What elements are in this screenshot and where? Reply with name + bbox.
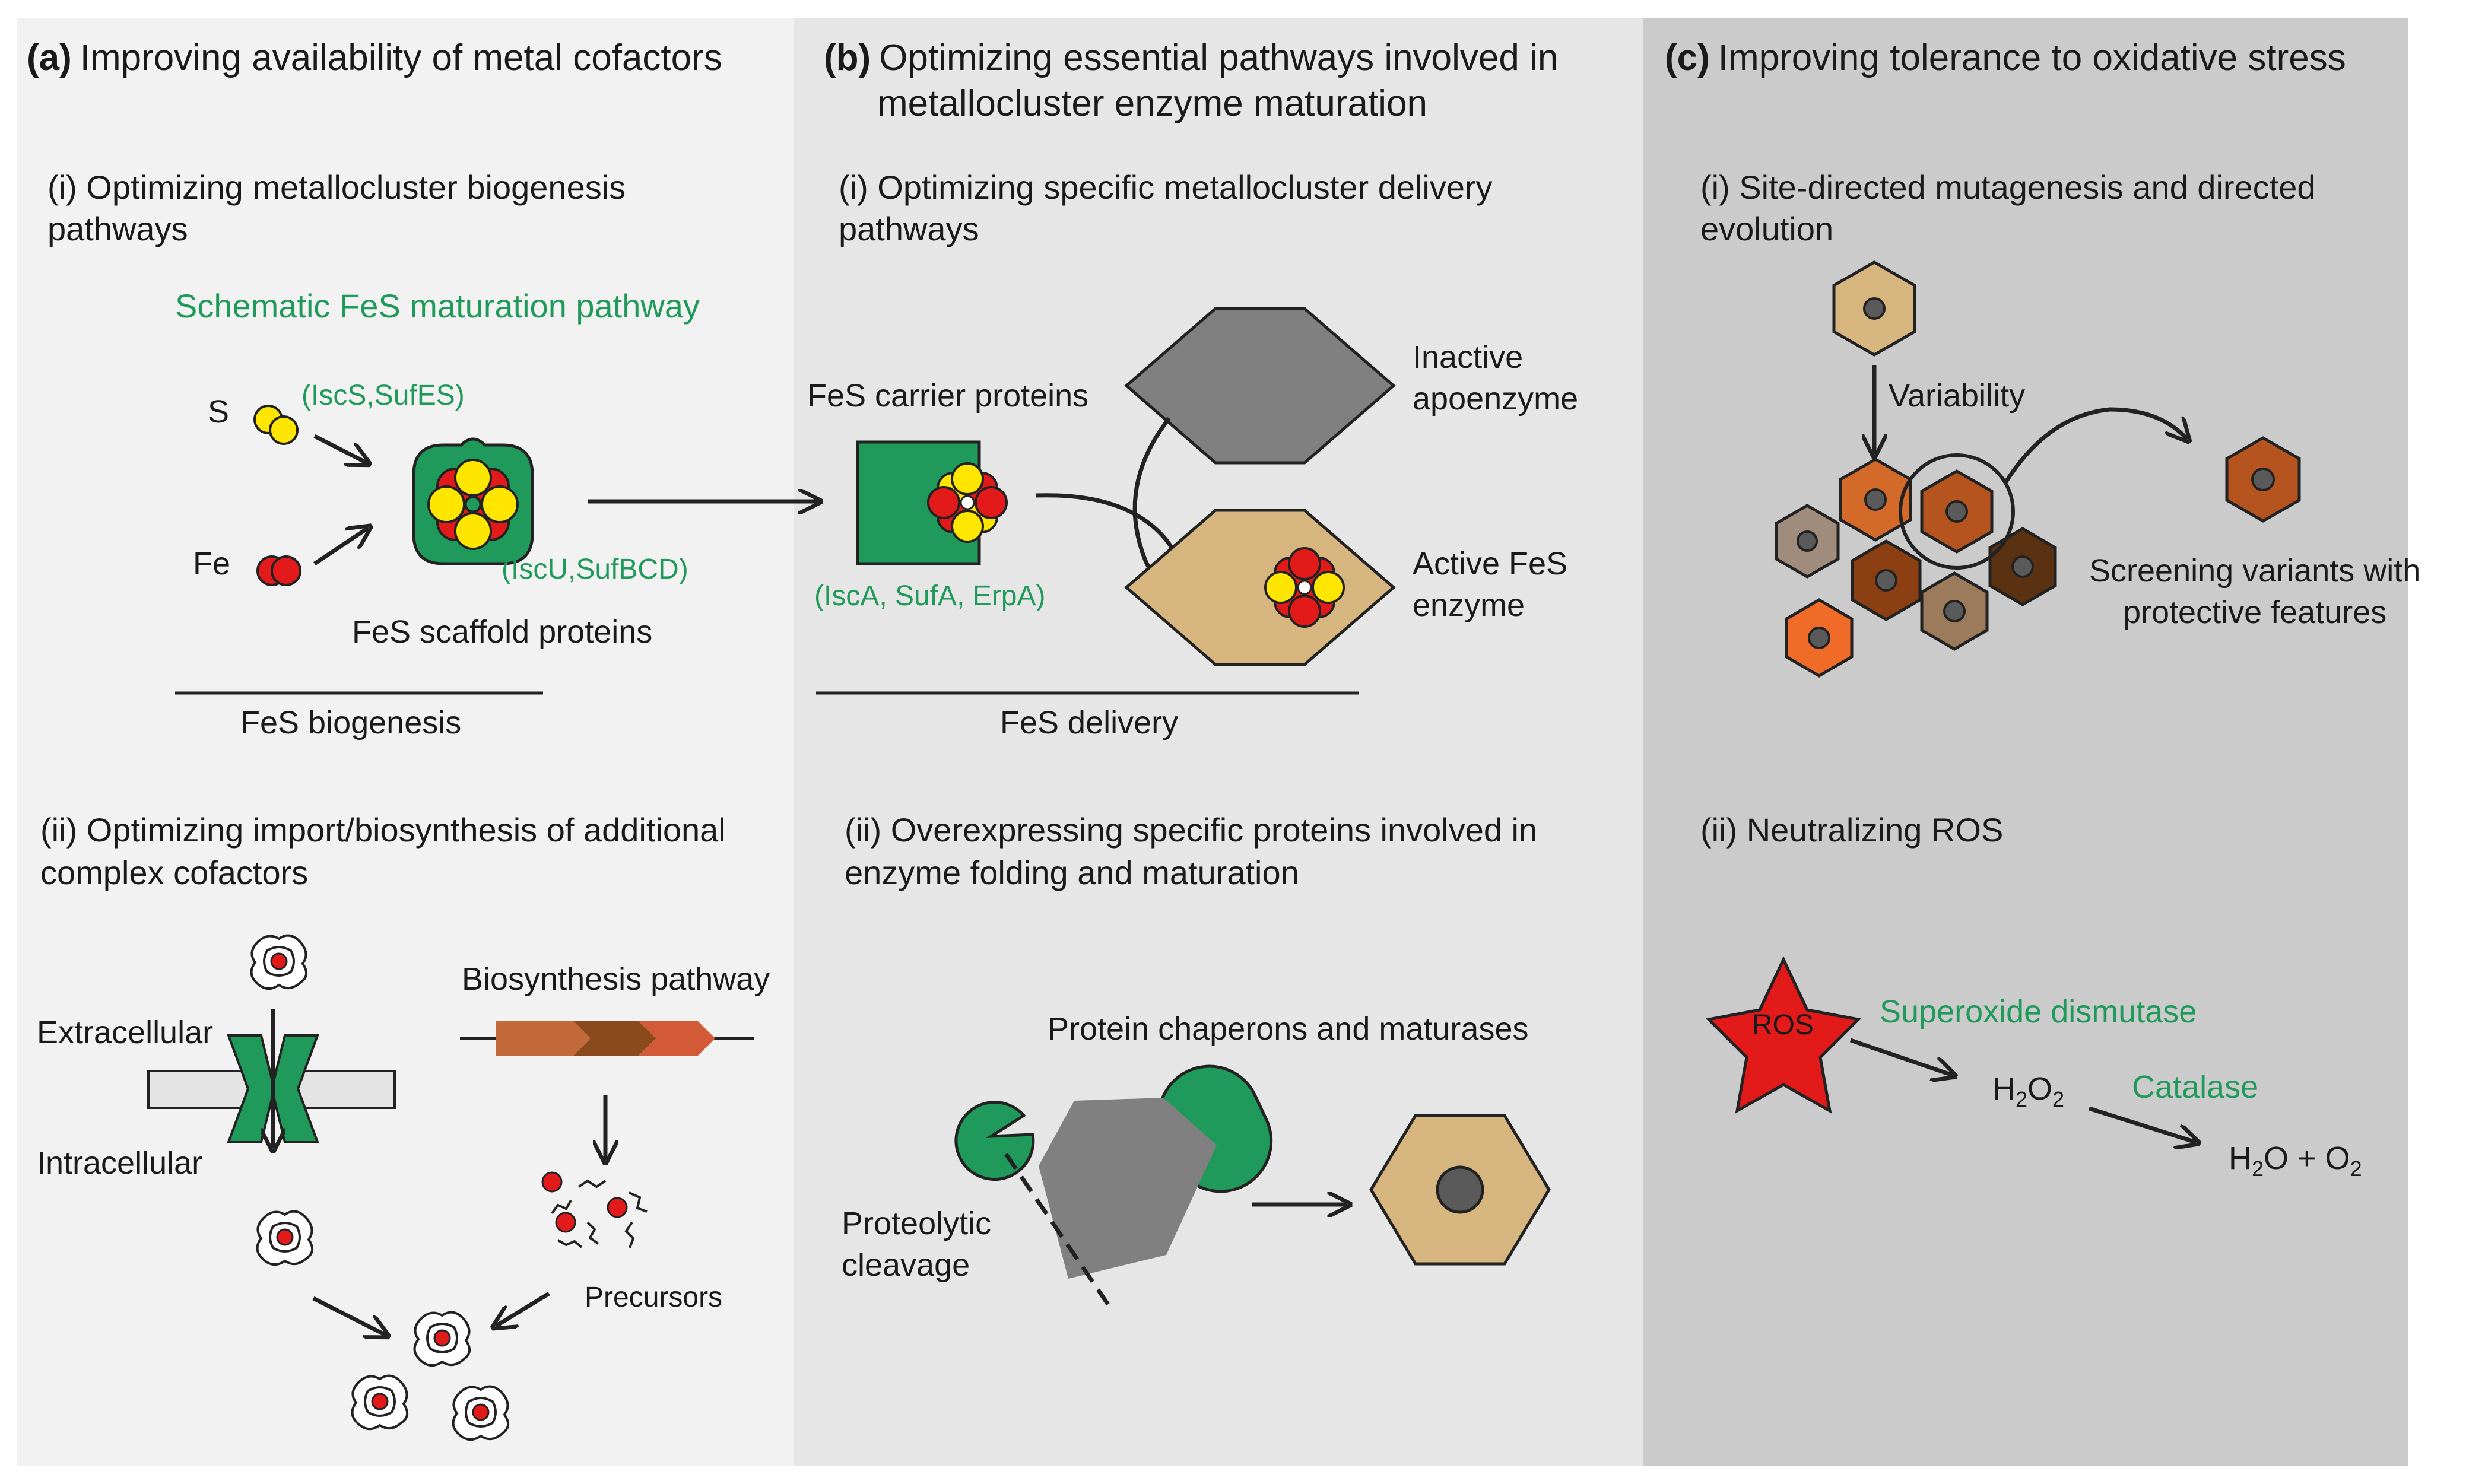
inactive-apoenzyme [1124, 307, 1396, 465]
precursors-label: Precursors [585, 1282, 722, 1313]
isc-s-label: (IscS,SufES) [301, 380, 465, 411]
panel-a-background [17, 18, 794, 1466]
sulfur-arrow [313, 434, 367, 463]
gene-cluster [496, 1021, 715, 1056]
panel-c-title: Improving tolerance to oxidative stress [1718, 37, 2346, 78]
biosynthesis-label: Biosynthesis pathway [462, 961, 770, 997]
products-mid: O + O [2264, 1140, 2350, 1176]
panel-c-sec1-line2: evolution [1700, 210, 1833, 247]
panel-b-title-line2: metallocluster enzyme maturation [877, 83, 1427, 124]
chaperons-label: Protein chaperons and maturases [1048, 1011, 1528, 1047]
panel-c-background [1643, 18, 2408, 1466]
catalase-arrow [2088, 1106, 2196, 1142]
precursor-to-pool-arrow [496, 1292, 550, 1326]
active-label-line2: enzyme [1413, 587, 1525, 623]
h2o2-sub2: 2 [2052, 1087, 2064, 1111]
cofactor-pool-1 [413, 1311, 471, 1367]
products-base: H [2229, 1140, 2252, 1176]
parent-variant [1832, 260, 1916, 357]
panel-a-letter: (a) [27, 37, 72, 78]
cofactor-pool-2 [351, 1374, 409, 1431]
panel-b-sec2-line1: (ii) Overexpressing specific proteins in… [845, 811, 1537, 849]
iron-atoms [256, 555, 301, 586]
mature-enzyme [1369, 1114, 1551, 1266]
panel-b-sec1-line1: (i) Optimizing specific metallocluster d… [839, 169, 1493, 206]
products-sub2: 2 [2350, 1156, 2362, 1181]
products-sub1: 2 [2252, 1156, 2264, 1181]
cleavage-line [1004, 1153, 1110, 1307]
screening-label-line2: protective features [2123, 595, 2386, 630]
panel-b-title-line1: Optimizing essential pathways involved i… [879, 37, 1558, 78]
panel-b-heading: (b)Optimizing essential pathways involve… [824, 37, 1558, 78]
isc-u-label: (IscU,SufBCD) [502, 554, 688, 585]
superoxide-dismutase-label: Superoxide dismutase [1880, 994, 2197, 1029]
ros-label: ROS [1752, 1009, 1814, 1041]
proteolytic-label-line1: Proteolytic [842, 1206, 991, 1241]
sulfur-atoms [253, 405, 299, 445]
fes-carrier-protein [856, 440, 1008, 565]
active-enzyme-cluster [1264, 547, 1345, 628]
active-fes-enzyme [1124, 509, 1396, 666]
panel-c-sec1-line1: (i) Site-directed mutagenesis and direct… [1700, 169, 2316, 206]
cofactor-pool-3 [452, 1385, 510, 1441]
intracellular-label: Intracellular [37, 1145, 202, 1181]
panel-c-heading: (c)Improving tolerance to oxidative stre… [1665, 37, 2346, 78]
screening-label-line1: Screening variants with [2089, 553, 2420, 589]
panel-a-title: Improving availability of metal cofactor… [80, 37, 722, 78]
inactive-label-line2: apoenzyme [1413, 381, 1578, 417]
selected-variant [2225, 436, 2301, 523]
cofactor-intracellular [256, 1210, 314, 1266]
cofactor-extracellular [250, 934, 308, 990]
panel-a-sec2-line2: complex cofactors [40, 854, 308, 891]
maturase-pacman [954, 1101, 1035, 1181]
panel-c-letter: (c) [1665, 37, 1710, 78]
panel-b-sec2-line2: enzyme folding and maturation [845, 854, 1299, 891]
unfolded-protein [1039, 1098, 1217, 1279]
schematic-pathway-label: Schematic FeS maturation pathway [175, 287, 700, 325]
proteolytic-label-line2: cleavage [842, 1247, 970, 1283]
panel-b-letter: (b) [824, 37, 871, 78]
panel-a-sec2-line1: (ii) Optimizing import/biosynthesis of a… [40, 811, 726, 849]
variability-label: Variability [1889, 378, 2025, 414]
h2o2-label: H2O2 [1992, 1071, 2064, 1111]
biogenesis-label: FeS biogenesis [240, 705, 461, 741]
h2o2-base: H [1992, 1071, 2016, 1107]
ros-star [1705, 956, 1862, 1114]
panel-b-sec1-line2: pathways [839, 210, 979, 247]
panel-a-sec1-line1: (i) Optimizing metallocluster biogenesis [47, 169, 626, 206]
h2o2-mid: O [2027, 1071, 2052, 1107]
isca-label: (IscA, SufA, ErpA) [814, 580, 1045, 612]
sulfur-label: S [208, 394, 229, 430]
selection-arrow [2003, 407, 2187, 485]
carrier-proteins-label: FeS carrier proteins [807, 378, 1088, 414]
products-label: H2O + O2 [2229, 1140, 2362, 1181]
precursor-molecules [541, 1171, 648, 1248]
active-label-line1: Active FeS [1413, 546, 1567, 581]
variant-library [1775, 457, 2057, 678]
iron-arrow [313, 528, 368, 565]
delivery-label: FeS delivery [1000, 705, 1178, 741]
fes-scaffold-protein [412, 437, 534, 565]
membrane-transporter [227, 1034, 319, 1143]
h2o2-sub1: 2 [2016, 1087, 2027, 1111]
catalase-label: Catalase [2132, 1069, 2258, 1105]
scaffold-proteins-label: FeS scaffold proteins [352, 614, 652, 650]
panel-a-heading: (a)Improving availability of metal cofac… [27, 37, 722, 78]
inactive-label-line1: Inactive [1413, 339, 1523, 375]
extracellular-label: Extracellular [37, 1015, 213, 1050]
iron-label: Fe [193, 546, 230, 581]
import-to-pool-arrow [312, 1296, 386, 1335]
selected-variant-circle [1899, 453, 2015, 570]
sod-arrow [1849, 1038, 1953, 1075]
panel-c-sec2: (ii) Neutralizing ROS [1700, 811, 2003, 849]
panel-a-sec1-line2: pathways [47, 210, 188, 247]
